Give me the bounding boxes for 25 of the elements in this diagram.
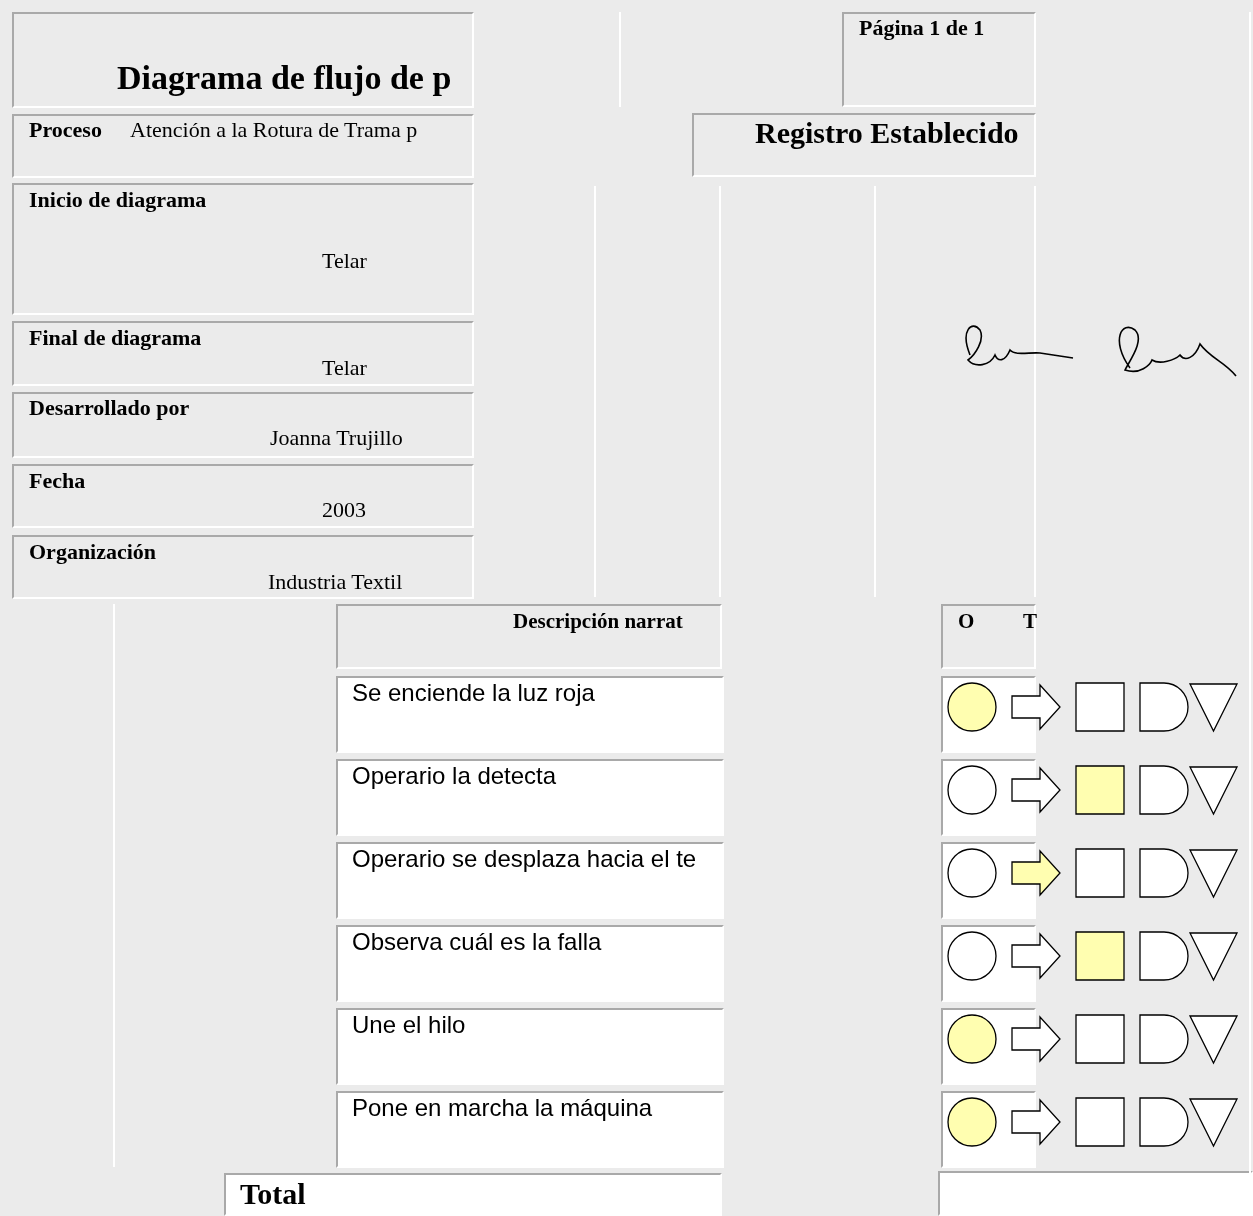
step-description: Se enciende la luz roja bbox=[352, 679, 595, 707]
field-value: Industria Textil bbox=[268, 569, 403, 595]
field-value: 2003 bbox=[322, 497, 366, 523]
step-description: Pone en marcha la máquina bbox=[352, 1094, 653, 1122]
field-value: Telar bbox=[322, 355, 367, 381]
step-description: Operario la detecta bbox=[352, 762, 557, 790]
field-label: Inicio de diagrama bbox=[29, 187, 207, 213]
step-description: Une el hilo bbox=[352, 1011, 466, 1039]
step-description: Operario se desplaza hacia el te bbox=[352, 845, 697, 873]
page-number: Página 1 de 1 bbox=[859, 15, 985, 41]
form-title: Diagrama de flujo de p bbox=[117, 58, 452, 98]
field-label: Desarrollado por bbox=[29, 395, 190, 421]
column-header: T bbox=[1023, 609, 1037, 634]
field-label: Proceso bbox=[29, 117, 102, 143]
total-label: Total bbox=[240, 1177, 306, 1212]
field-value: Joanna Trujillo bbox=[270, 425, 403, 451]
step-description: Observa cuál es la falla bbox=[352, 928, 602, 956]
field-label: Final de diagrama bbox=[29, 325, 202, 351]
field-value: Atención a la Rotura de Trama p bbox=[130, 117, 418, 143]
field-label: Organización bbox=[29, 539, 157, 565]
field-value: Telar bbox=[322, 248, 367, 274]
field-label: Fecha bbox=[29, 468, 86, 494]
column-header: O bbox=[958, 609, 975, 634]
column-header: Descripción narrat bbox=[513, 609, 683, 634]
section-heading: Registro Establecido bbox=[755, 116, 1019, 151]
